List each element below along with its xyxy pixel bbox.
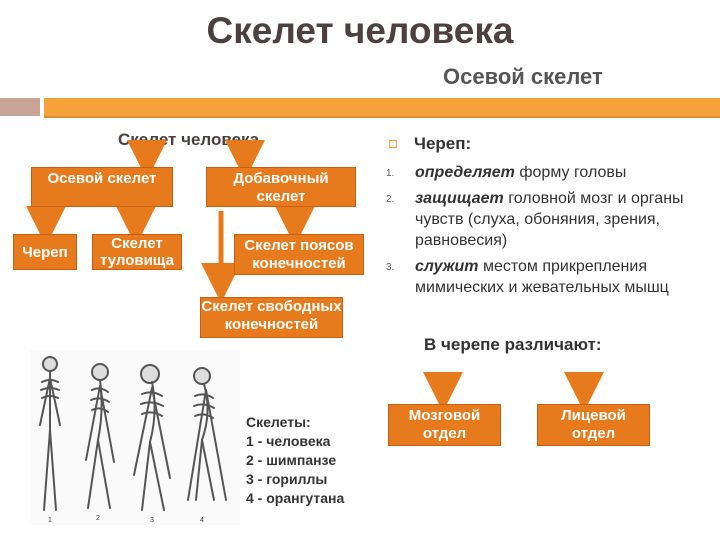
header-rule-left	[0, 98, 40, 116]
appendicular-skeleton-box: Добавочный скелет	[206, 167, 356, 207]
girdles-box: Скелет поясов конечностей	[234, 234, 364, 275]
list-item: 3.служит местом прикрепления мимических …	[386, 258, 669, 296]
svg-text:4: 4	[200, 517, 204, 524]
svg-text:3: 3	[150, 517, 154, 524]
skeletons-caption: Скелеты: 1 - человека 2 - шимпанзе 3 - г…	[246, 414, 345, 506]
bullet-icon	[389, 140, 397, 148]
skull-box: Череп	[13, 234, 77, 270]
slide-subtitle: Осевой скелет	[443, 64, 603, 89]
slide-title: Скелет человека	[206, 10, 514, 51]
svg-text:1: 1	[48, 517, 52, 524]
skull-functions-list: 1.определяет форму головы 2.защищает гол…	[386, 162, 706, 303]
svg-text:2: 2	[96, 515, 100, 522]
brain-part-box: Мозговой отдел	[388, 404, 501, 446]
skull-parts-heading: В черепе различают:	[424, 335, 602, 354]
axial-skeleton-box: Осевой скелет	[31, 167, 173, 207]
primate-skeletons-image: 1 2 3 4	[30, 350, 240, 525]
facial-part-box: Лицевой отдел	[537, 404, 650, 446]
free-limbs-box: Скелет свободных конечностей	[200, 297, 343, 338]
skull-heading: Череп:	[414, 134, 472, 153]
list-item: 1.определяет форму головы	[386, 164, 627, 181]
header-rule	[44, 98, 720, 118]
list-item: 2.защищает головной мозг и органы чувств…	[386, 190, 684, 249]
trunk-box: Скелет туловища	[92, 234, 182, 270]
